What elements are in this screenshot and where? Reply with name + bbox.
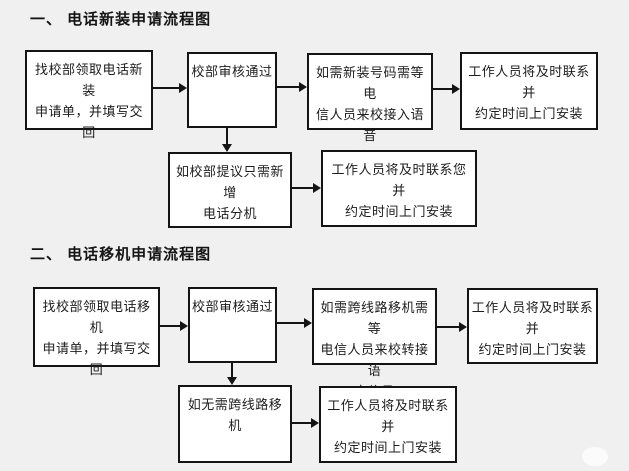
arrow-icon-flow1-alt1-alt2 <box>292 183 321 193</box>
arrow-icon-flow2-step2-alt1 <box>227 363 237 385</box>
flow2-step4-box: 工作人员将及时联系并 约定时间上门安装 <box>467 288 598 364</box>
arrow-icon-flow1-step3-step4 <box>433 84 460 94</box>
flow2-step1-box: 找校部领取电话移机 申请单，并填写交回 <box>33 287 160 377</box>
flow1-step4-box: 工作人员将及时联系并 约定时间上门安装 <box>460 52 598 130</box>
flow1-step1-box: 找校部领取电话新装 申请单，并填写交回 <box>25 50 153 140</box>
arrow-icon-flow1-step1-step2 <box>153 83 187 93</box>
arrow-icon-flow1-step2-alt1 <box>222 128 232 152</box>
flow1-alt2-box: 工作人员将及时联系您并 约定时间上门安装 <box>321 150 477 227</box>
spellcheck-squiggle-icon <box>311 99 351 103</box>
watermark-blob <box>582 447 608 466</box>
flow2-step3-box: 如需跨线路移机需等 电信人员来校转接语 音信号 <box>312 288 437 399</box>
flow2-alt1-box: 如无需跨线路移机 <box>178 385 292 463</box>
arrow-icon-flow2-step1-step2 <box>160 321 188 331</box>
flow1-step3-box: 如需新装号码需等电 信人员来校接入语音 信号 <box>307 53 433 164</box>
arrow-icon-flow2-step3-step4 <box>437 322 467 332</box>
flow1-alt1-box: 如校部提议只需新增 电话分机 <box>168 152 292 228</box>
arrow-icon-flow2-step2-step3 <box>277 318 312 328</box>
flow2-alt2-box: 工作人员将及时联系并 约定时间上门安装 <box>319 386 457 463</box>
flow1-title: 一、 电话新装申请流程图 <box>30 11 212 28</box>
flow2-title: 二、 电话移机申请流程图 <box>30 246 212 263</box>
flow2-step2-box: 校部审核通过 <box>188 287 277 363</box>
flow1-step2-box: 校部审核通过 <box>187 52 277 128</box>
spellcheck-squiggle-icon <box>342 307 382 311</box>
arrow-icon-flow1-step2-step3 <box>277 82 307 92</box>
arrow-icon-flow2-alt1-alt2 <box>292 418 319 428</box>
